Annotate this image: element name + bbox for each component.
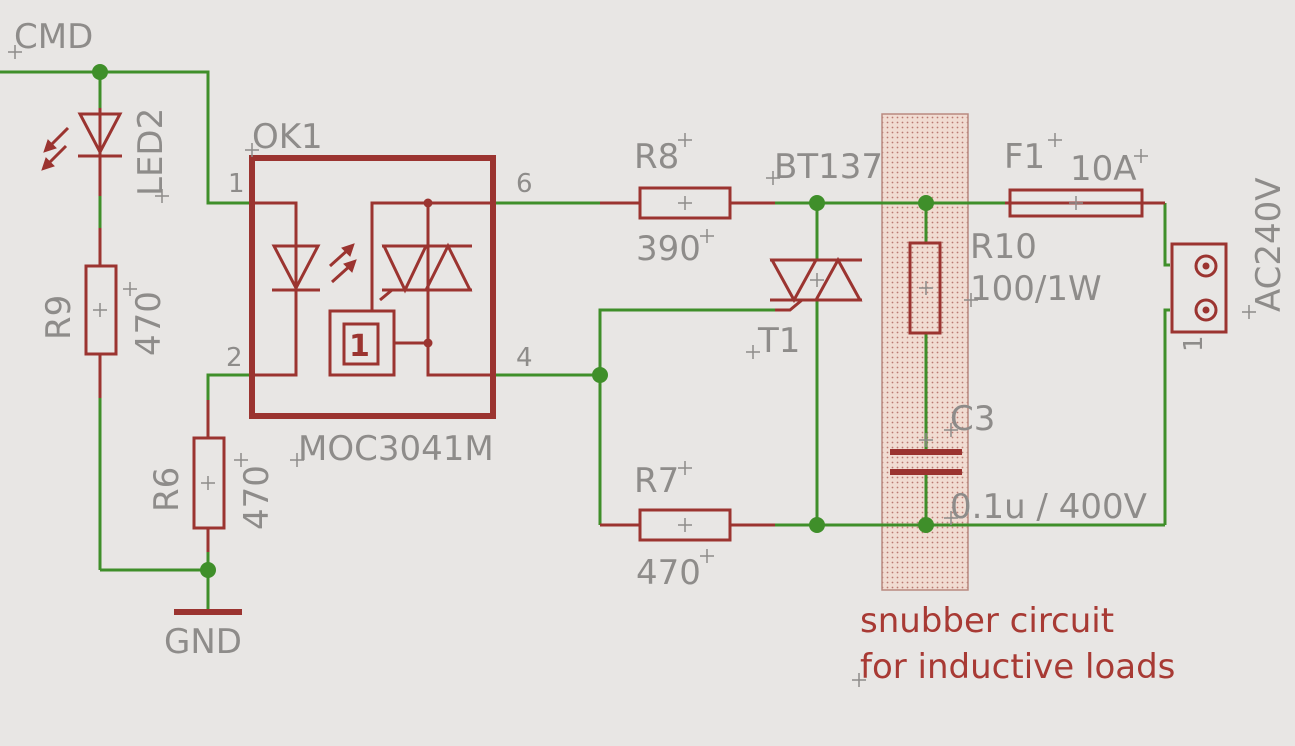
ok1-part-label: MOC3041M xyxy=(298,429,494,469)
r9-label: R9 xyxy=(39,295,79,340)
t1-triac-symbol xyxy=(769,256,863,312)
t1-part-label: BT137 xyxy=(774,147,883,187)
r9-value: 470 xyxy=(129,291,169,356)
led2-symbol xyxy=(41,108,123,196)
ac240v-connector-symbol xyxy=(1170,242,1228,334)
ok1-label: OK1 xyxy=(252,117,323,157)
ok1-pin4-label: 4 xyxy=(516,343,533,373)
ok1-pin1-label: 1 xyxy=(228,169,245,199)
r9-symbol xyxy=(84,228,118,398)
c3-value: 0.1u / 400V xyxy=(950,487,1147,527)
origin-markers xyxy=(8,45,1256,687)
snubber-note-line1: snubber circuit xyxy=(860,601,1114,641)
t1-label: T1 xyxy=(757,321,800,361)
gnd-label: GND xyxy=(164,622,242,662)
ok1-pin2-label: 2 xyxy=(226,343,243,373)
junction-dots xyxy=(92,64,934,578)
cmd-label: CMD xyxy=(14,17,93,57)
connector-pin1-label: 1 xyxy=(1179,335,1209,352)
r7-value: 470 xyxy=(636,553,701,593)
r6-label: R6 xyxy=(147,467,187,512)
r10-symbol xyxy=(908,241,942,335)
wires xyxy=(0,70,1170,612)
r7-symbol xyxy=(600,508,775,542)
led2-label: LED2 xyxy=(131,108,171,196)
r7-label: R7 xyxy=(634,461,679,501)
ac240v-label: AC240V xyxy=(1249,177,1289,312)
r6-value: 470 xyxy=(237,465,277,530)
r6-symbol xyxy=(192,400,226,552)
f1-label: F1 xyxy=(1004,137,1045,177)
r10-label: R10 xyxy=(970,227,1037,267)
r8-label: R8 xyxy=(634,137,679,177)
ok1-pin6-label: 6 xyxy=(516,169,533,199)
f1-fuse-symbol xyxy=(1005,188,1165,218)
ok1-optocoupler-symbol xyxy=(249,155,496,419)
snubber-note-line2: for inductive loads xyxy=(860,647,1175,687)
f1-value: 10A xyxy=(1070,149,1137,189)
c3-label: C3 xyxy=(950,399,995,439)
c3-symbol xyxy=(890,449,962,475)
r8-symbol xyxy=(600,186,775,220)
r8-value: 390 xyxy=(636,229,701,269)
ok1-zero-cross-symbol: 1 xyxy=(349,329,370,364)
r10-value: 100/1W xyxy=(970,269,1102,309)
